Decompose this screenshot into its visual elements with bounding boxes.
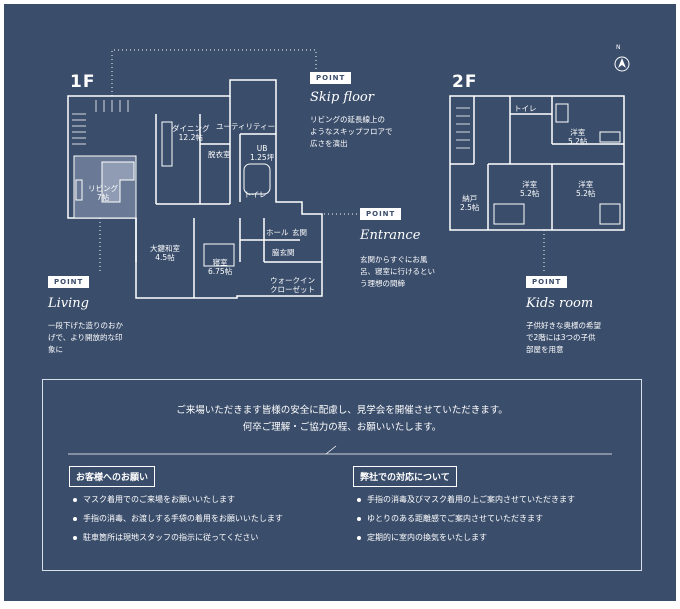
room-storage: 納戸 2.5帖 <box>460 194 480 212</box>
room-bedroom: 寝室 6.75帖 <box>208 258 233 276</box>
room-washitsu: 大鍵和室 4.5帖 <box>150 244 180 262</box>
notice-box: ご来場いただきます皆様の安全に配慮し、見学会を開催させていただきます。 何卒ご理… <box>42 379 642 571</box>
point-text-skip: リビングの延長線上の ようなスキップフロアで 広さを演出 <box>310 115 393 148</box>
notice-right-list: 手指の消毒及びマスク着用の上ご案内させていただきます ゆとりのある距離感でご案内… <box>357 490 575 547</box>
point-title-kids: Kids room <box>526 296 594 311</box>
list-item: 定期的に室内の換気をいたします <box>357 528 575 547</box>
list-item: 手指の消毒、お渡しする手袋の着用をお願いいたします <box>73 509 283 528</box>
point-text-entrance: 玄関からすぐにお風 呂、寝室に行けるとい う理想の間締 <box>360 255 435 288</box>
list-item: 手指の消毒及びマスク着用の上ご案内させていただきます <box>357 490 575 509</box>
room-side-entrance: 脇玄関 <box>272 248 295 257</box>
point-title-entrance: Entrance <box>360 228 421 243</box>
list-item: 駐車箇所は現地スタッフの指示に従ってください <box>73 528 283 547</box>
notice-right-title: 弊社での対応について <box>353 466 457 487</box>
notice-left-list: マスク着用でのご来場をお願いいたします 手指の消毒、お渡しする手袋の着用をお願い… <box>73 490 283 547</box>
point-title-skip: Skip floor <box>310 90 374 105</box>
room-dining: ダイニング 12.2帖 <box>172 124 210 142</box>
compass-label: N <box>616 44 621 51</box>
floor-2f-label: 2F <box>452 72 478 92</box>
notice-intro-1: ご来場いただきます皆様の安全に配慮し、見学会を開催させていただきます。 <box>176 405 508 416</box>
point-badge-entrance: POINT <box>360 208 402 220</box>
flyer: N 1F 2F ダイニング 12.2帖 ユーティリティー 脱衣室 UB 1.25… <box>4 4 676 601</box>
room-western-2: 洋室 5.2帖 <box>520 180 540 198</box>
room-toilet-1f: トイレ <box>244 190 267 199</box>
room-hall: ホール <box>266 228 289 237</box>
room-western-1: 洋室 5.2帖 <box>568 128 588 146</box>
point-badge-living: POINT <box>48 276 90 288</box>
room-bath: UB 1.25坪 <box>250 144 275 162</box>
point-text-living: 一段下げた造りのおか げで、より開放的な印 象に <box>48 321 123 354</box>
room-entrance: 玄関 <box>292 228 307 237</box>
room-western-3: 洋室 5.2帖 <box>576 180 596 198</box>
room-living: リビング 7帖 <box>88 184 118 202</box>
floor-plan-graphics <box>67 49 630 455</box>
room-toilet-2f: トイレ <box>514 104 537 113</box>
notice-intro-2: 何卒ご理解・ご協力の程、お願いいたします。 <box>242 422 442 433</box>
point-badge-skip: POINT <box>310 72 352 84</box>
list-item: ゆとりのある距離感でご案内させていただきます <box>357 509 575 528</box>
point-badge-kids: POINT <box>526 276 568 288</box>
room-walkin-closet: ウォークイン クローゼット <box>270 276 315 294</box>
notice-left-title: お客様へのお願い <box>69 466 156 487</box>
room-utility: ユーティリティー <box>216 122 276 131</box>
point-title-living: Living <box>48 296 89 311</box>
room-dressing: 脱衣室 <box>208 150 231 159</box>
point-text-kids: 子供好きな奥様の希望 で2階には3つの子供 部屋を用意 <box>526 321 601 354</box>
list-item: マスク着用でのご来場をお願いいたします <box>73 490 283 509</box>
floor-1f-label: 1F <box>70 72 96 92</box>
